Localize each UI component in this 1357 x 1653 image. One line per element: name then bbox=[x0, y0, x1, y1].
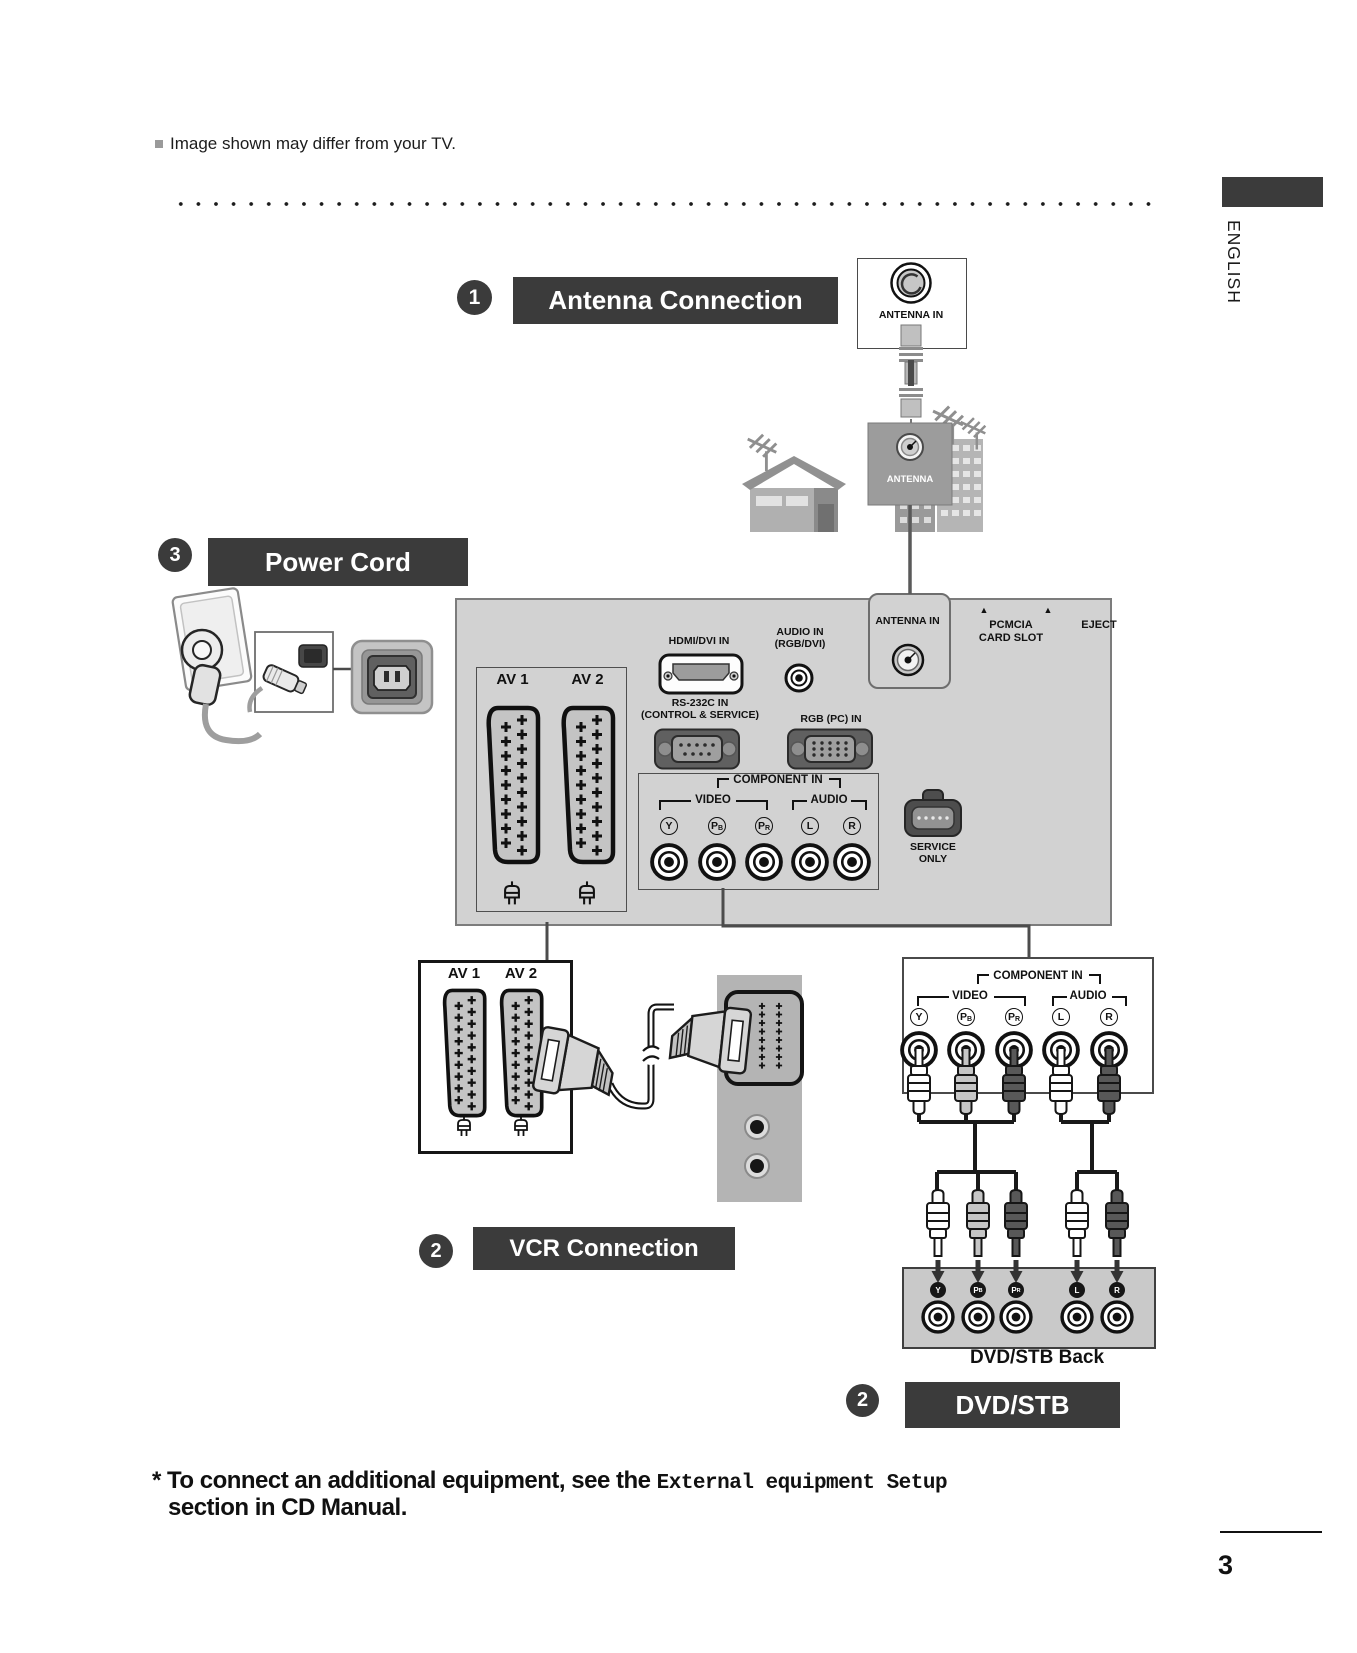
audio-in-label: AUDIO IN (RGB/DVI) bbox=[774, 626, 826, 651]
power-section-title: Power Cord bbox=[208, 538, 468, 586]
panel-audio-label: AUDIO bbox=[810, 794, 848, 806]
service-only-label: SERVICE ONLY bbox=[910, 841, 956, 866]
pcmcia-marker-icon: ▲ bbox=[1043, 605, 1053, 615]
pcmcia-label-line2: CARD SLOT bbox=[978, 632, 1044, 644]
antenna-wall-plate-icon bbox=[867, 422, 953, 506]
bracket-line bbox=[917, 996, 949, 1006]
panel-av-box bbox=[476, 667, 627, 912]
footnote-text: * To connect an additional equipment, se… bbox=[152, 1467, 657, 1494]
buildings-icon bbox=[895, 439, 983, 532]
dvd-jack-label-y: Y bbox=[930, 1282, 946, 1298]
rca-plugs-down bbox=[926, 1189, 1129, 1257]
bracket-line bbox=[1112, 996, 1127, 1006]
aerial-icon bbox=[746, 433, 778, 473]
panel-component-in-label: COMPONENT IN bbox=[733, 774, 823, 786]
panel-antenna-in-box bbox=[868, 593, 951, 689]
vcr-section-title: VCR Connection bbox=[473, 1227, 735, 1270]
footnote-highlight: External equipment Setup bbox=[656, 1472, 948, 1495]
power-plug-icon bbox=[247, 631, 352, 713]
pcmcia-marker-icon: ▲ bbox=[979, 605, 989, 615]
page-note: Image shown may differ from your TV. bbox=[155, 134, 456, 154]
footnote: * To connect an additional equipment, se… bbox=[152, 1468, 1162, 1521]
cable-break-icon bbox=[642, 1045, 660, 1062]
component-video-label: VIDEO bbox=[952, 990, 988, 1002]
vcr-av1-label: AV 1 bbox=[447, 965, 481, 982]
footnote-line2: section in CD Manual. bbox=[168, 1494, 407, 1521]
component-cables bbox=[917, 1112, 1119, 1192]
language-sidebar-label: ENGLISH bbox=[1224, 220, 1244, 304]
power-inlet-icon bbox=[350, 639, 434, 715]
antenna-in-callout-box bbox=[857, 258, 967, 349]
dvd-jack-label-l: L bbox=[1069, 1282, 1085, 1298]
dotted-separator bbox=[172, 200, 1160, 208]
page-number-rule bbox=[1220, 1531, 1322, 1533]
jack-label-y: Y bbox=[910, 1008, 928, 1026]
panel-av2-label: AV 2 bbox=[571, 671, 604, 688]
vcr-av-box bbox=[418, 960, 573, 1154]
dvd-panel-caption: DVD/STB Back bbox=[969, 1347, 1105, 1368]
dvd-stb-back-panel bbox=[902, 1267, 1156, 1349]
panel-av1-label: AV 1 bbox=[496, 671, 529, 688]
jack-label-r: R bbox=[1100, 1008, 1118, 1026]
aerial-icon bbox=[931, 405, 965, 446]
rgb-pc-label: RGB (PC) IN bbox=[800, 713, 862, 725]
panel-video-label: VIDEO bbox=[695, 794, 731, 806]
bracket-corner bbox=[717, 778, 729, 788]
aerial-icon bbox=[959, 416, 987, 451]
page-number: 3 bbox=[1218, 1550, 1234, 1580]
sidebar-black-bar bbox=[1222, 177, 1323, 207]
bracket-line bbox=[994, 996, 1026, 1006]
eject-label: EJECT bbox=[1081, 619, 1117, 631]
jack-label-l: L bbox=[1052, 1008, 1070, 1026]
vcr-device-body bbox=[717, 975, 802, 1202]
jack-label-r: R bbox=[843, 817, 861, 835]
jack-label-y: Y bbox=[660, 817, 678, 835]
note-text: Image shown may differ from your TV. bbox=[170, 134, 456, 153]
antenna-section-title: Antenna Connection bbox=[513, 277, 838, 324]
bracket-line bbox=[659, 800, 691, 810]
dvd-section-title: DVD/STB bbox=[905, 1382, 1120, 1428]
bracket-line bbox=[736, 800, 768, 810]
bracket-line bbox=[1052, 996, 1067, 1006]
dvd-jack-label-r: R bbox=[1109, 1282, 1125, 1298]
power-section-badge: 3 bbox=[158, 538, 192, 572]
vcr-av2-label: AV 2 bbox=[504, 965, 538, 982]
scart-cable bbox=[606, 1003, 674, 1110]
component-in-label: COMPONENT IN bbox=[993, 970, 1083, 982]
bracket-corner bbox=[1089, 974, 1101, 984]
bracket-corner bbox=[829, 778, 841, 788]
panel-antenna-in-label: ANTENNA IN bbox=[875, 615, 940, 627]
power-outlet-icon bbox=[171, 587, 263, 745]
antenna-section-badge: 1 bbox=[457, 280, 492, 315]
hdmi-label: HDMI/DVI IN bbox=[668, 635, 730, 647]
note-bullet-icon bbox=[155, 140, 163, 148]
house-icon bbox=[742, 456, 846, 532]
jack-label-l: L bbox=[801, 817, 819, 835]
pcmcia-label-line1: PCMCIA bbox=[989, 619, 1033, 631]
vcr-section-badge: 2 bbox=[419, 1234, 453, 1268]
bracket-line bbox=[792, 800, 807, 810]
antenna-wall-plate-label: ANTENNA bbox=[886, 474, 934, 485]
component-audio-label: AUDIO bbox=[1069, 990, 1107, 1002]
aerial-icon bbox=[890, 432, 920, 469]
bracket-corner bbox=[977, 974, 989, 984]
dvd-section-badge: 2 bbox=[846, 1384, 879, 1417]
bracket-line bbox=[851, 800, 867, 810]
antenna-in-callout-label: ANTENNA IN bbox=[878, 309, 944, 321]
rs232-label: RS-232C IN (CONTROL & SERVICE) bbox=[640, 697, 760, 722]
